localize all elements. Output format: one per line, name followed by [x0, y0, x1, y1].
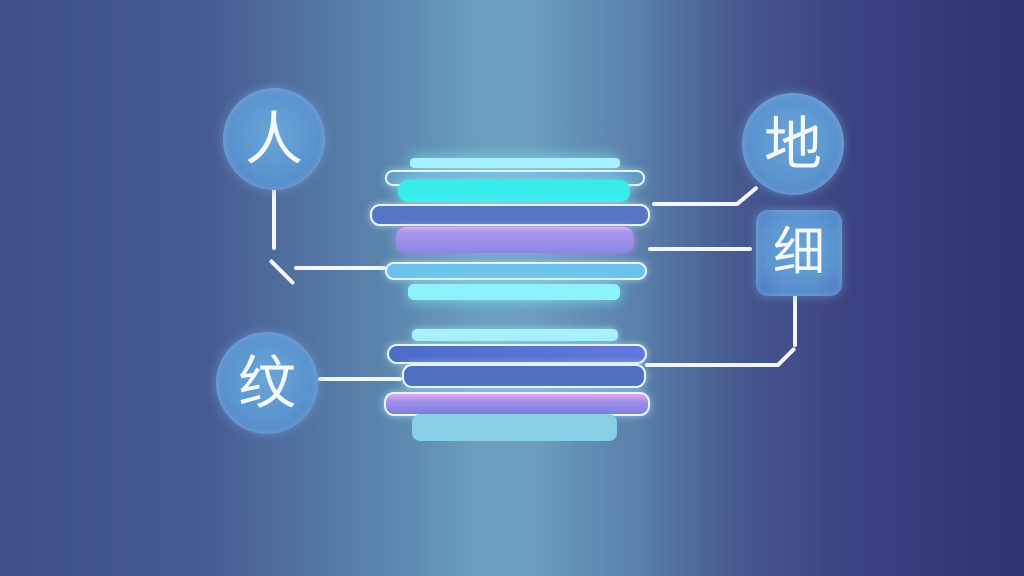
connector-wen-h: [318, 377, 402, 381]
layer-top-cap: [410, 158, 620, 168]
node-xi-char: 细: [772, 223, 825, 283]
layer-lower-purple: [384, 392, 650, 416]
connector-xi-h: [648, 247, 752, 251]
node-wen: 纹: [216, 332, 318, 434]
connector-di-h: [652, 202, 738, 206]
layer-lower-base: [412, 414, 617, 441]
node-wen-char: 纹: [237, 349, 296, 417]
connector-ren-v: [272, 188, 276, 250]
layer-blue-1: [370, 204, 650, 226]
layer-lower-blue-1: [387, 344, 647, 364]
layer-lower-blue-2: [402, 364, 646, 388]
connector-xi-diag: [775, 346, 797, 368]
layer-purple: [396, 227, 634, 253]
layer-cyan: [398, 180, 630, 202]
node-di-char: 地: [763, 110, 822, 178]
node-xi: 细: [756, 210, 842, 296]
layer-lower-cap: [412, 329, 618, 341]
layer-light-blue: [385, 262, 647, 280]
connector-di-diag: [734, 185, 759, 207]
connector-xi-h2: [645, 363, 778, 367]
layer-bottom-cap: [408, 284, 620, 300]
connector-ren-diag: [268, 258, 296, 286]
connector-xi-v: [793, 295, 797, 347]
connector-ren-h: [294, 266, 386, 270]
node-di: 地: [742, 93, 844, 195]
node-ren: 人: [223, 88, 325, 190]
node-ren-char: 人: [244, 105, 303, 173]
